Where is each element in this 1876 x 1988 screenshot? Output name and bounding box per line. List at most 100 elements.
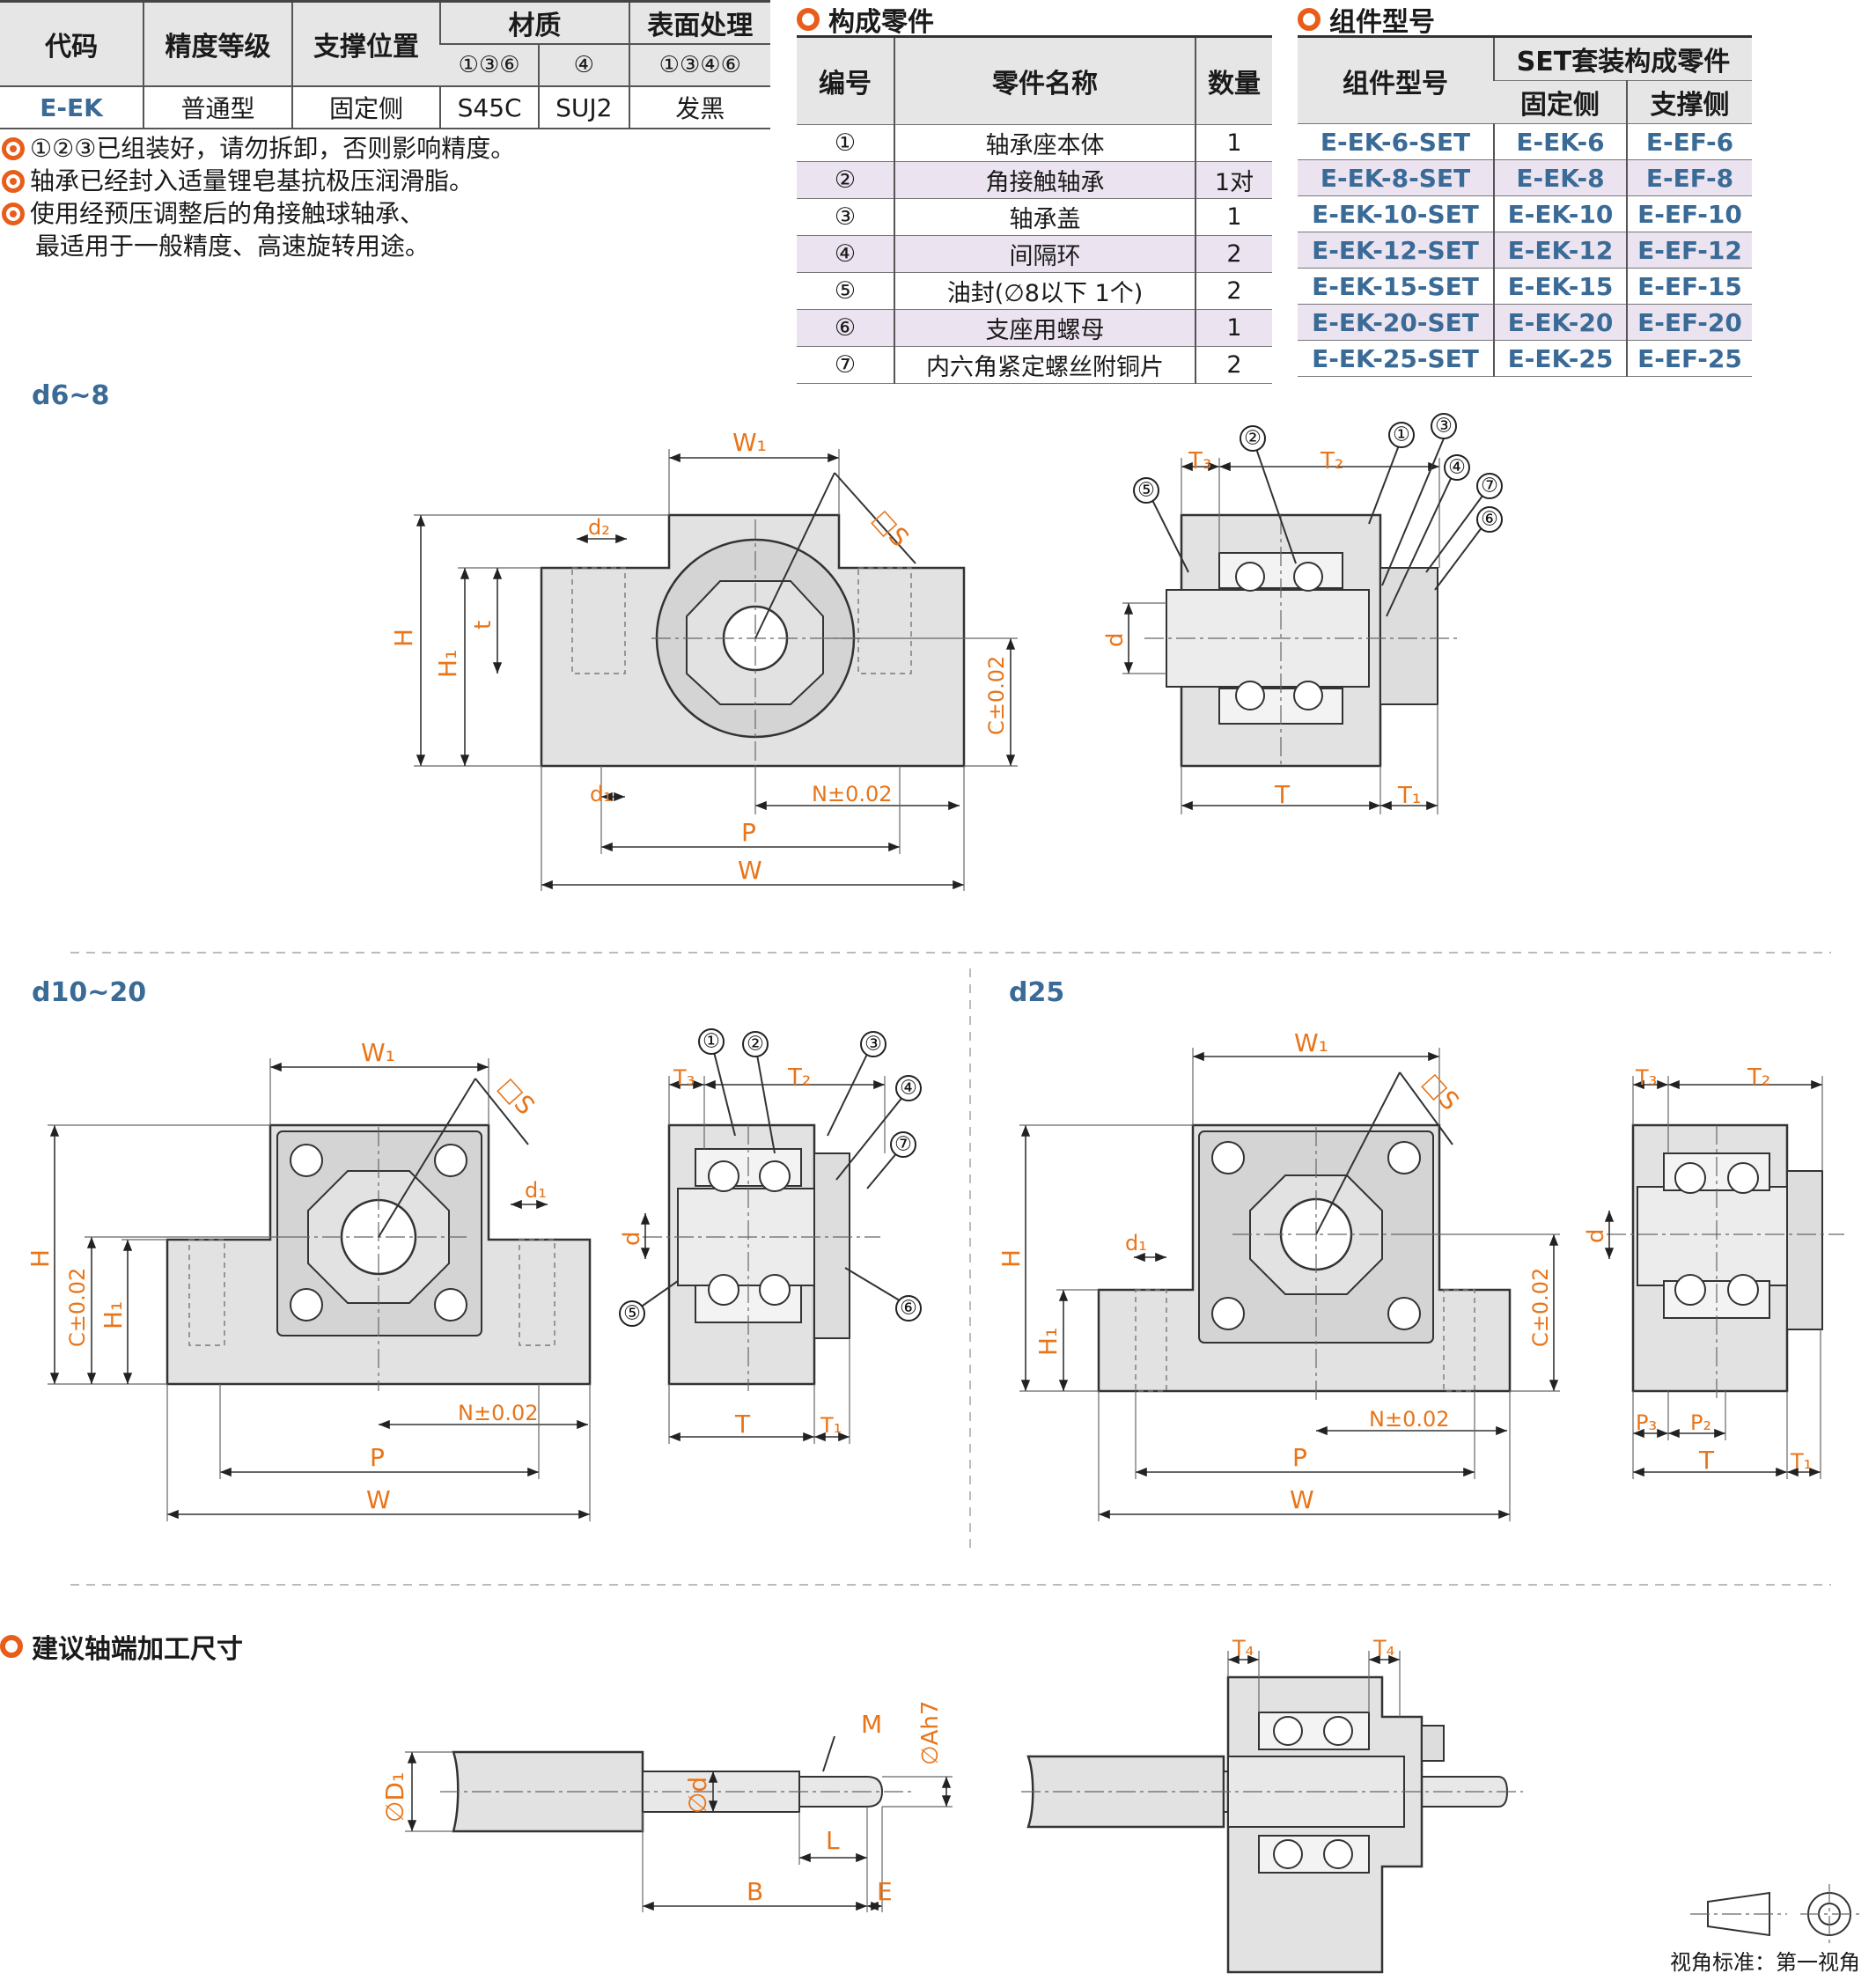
- spec-table: 代码 精度等级 支撑位置 材质 表面处理 ①③⑥ ④ ①③④⑥ E-EK 普通型…: [0, 0, 770, 129]
- dim-T1: T₁: [820, 1413, 842, 1438]
- d10-20-front-view: W₁ □S d₁ H C±0.02 H₁ N±0.02 P W: [26, 1038, 592, 1521]
- balloon-3: ③: [1435, 416, 1453, 438]
- balloon-5: ⑤: [623, 1303, 641, 1325]
- models-header-set: 组件型号: [1298, 36, 1494, 124]
- spec-material-a: S45C: [439, 86, 539, 129]
- dim-W1: W₁: [361, 1038, 395, 1067]
- title-d25: d25: [1009, 977, 1065, 1008]
- dim-N: N±0.02: [458, 1401, 539, 1425]
- dim-d1: d₁: [1125, 1231, 1147, 1255]
- dim-P2: P₂: [1690, 1410, 1711, 1435]
- models-title: 组件型号: [1298, 0, 1435, 39]
- section-ring-icon: [797, 8, 820, 31]
- assembly-section-view: T₄ T₄: [1021, 1636, 1523, 1974]
- note-2: 轴承已经封入适量锂皂基抗极压润滑脂。: [0, 165, 515, 197]
- balloon-5: ⑤: [1137, 480, 1155, 502]
- dim-W: W: [1290, 1485, 1314, 1514]
- d25-side-view: T₃ T₂ d P₃ P₂ T T₁: [1583, 1064, 1844, 1479]
- dim-H1: H₁: [1034, 1328, 1063, 1356]
- d25-front-view: W₁ □S d₁ H H₁ C±0.02 N±0.02 P W: [997, 1028, 1560, 1521]
- dim-T3: T₃: [1635, 1065, 1657, 1090]
- spec-sub-material-a: ①③⑥: [440, 44, 539, 87]
- dim-T3: T₃: [673, 1065, 695, 1090]
- note-4: 最适用于一般精度、高速旋转用途。: [35, 232, 430, 261]
- dim-T: T: [734, 1410, 751, 1439]
- balloon-6: ⑥: [900, 1298, 917, 1320]
- dim-P3: P₃: [1636, 1410, 1657, 1435]
- dim-d1: d₁: [525, 1178, 547, 1203]
- parts-title: 构成零件: [797, 0, 934, 39]
- section-ring-icon: [1298, 8, 1321, 31]
- dim-dd: ∅d: [683, 1777, 712, 1814]
- dim-T4: T₄: [1232, 1636, 1254, 1660]
- note-1: ①②③已组装好，请勿拆卸，否则影响精度。: [0, 132, 515, 165]
- balloon-6: ⑥: [1481, 509, 1498, 531]
- dim-T4: T₄: [1372, 1636, 1394, 1660]
- dim-D1: ∅D₁: [380, 1772, 409, 1822]
- note-3: 使用经预压调整后的角接触球轴承、: [0, 197, 515, 230]
- dim-C: C±0.02: [65, 1268, 90, 1347]
- dim-A: ∅Ah7: [917, 1701, 944, 1765]
- balloon-4: ④: [1448, 457, 1466, 479]
- spec-sub-surface: ①③④⑥: [628, 44, 770, 87]
- spec-header-surface: 表面处理: [628, 1, 770, 45]
- section-ring-icon: [0, 1635, 23, 1658]
- dim-T1: T₁: [1790, 1449, 1812, 1474]
- balloon-1: ①: [1393, 424, 1410, 446]
- parts-header-qty: 数量: [1195, 36, 1272, 125]
- balloon-3: ③: [864, 1034, 882, 1056]
- dim-d: d: [1583, 1228, 1609, 1243]
- dim-t: t: [470, 621, 497, 630]
- shaft-end-drawing: ∅D₁ ∅d ∅Ah7 M L B E: [380, 1701, 953, 1912]
- dim-T: T: [1698, 1446, 1715, 1475]
- d10-20-side-view: T₃ T₂ d T T₁ ① ② ③ ④ ⑦ ⑥ ⑤: [619, 1028, 922, 1444]
- spec-precision: 普通型: [143, 86, 292, 129]
- dim-S: □S: [1417, 1068, 1465, 1116]
- balloon-7: ⑦: [894, 1134, 912, 1156]
- dim-S: □S: [867, 504, 915, 553]
- models-header-fixed: 固定侧: [1494, 80, 1627, 124]
- spec-sub-material-b: ④: [537, 44, 629, 87]
- dim-d: d: [1102, 632, 1129, 647]
- dim-d2: d₂: [588, 515, 610, 540]
- balloon-2: ②: [747, 1034, 764, 1056]
- dim-H: H: [26, 1249, 55, 1268]
- dim-W: W: [366, 1485, 391, 1514]
- dim-S: □S: [493, 1072, 541, 1121]
- dim-W1: W₁: [732, 428, 767, 457]
- dim-d: d: [619, 1231, 645, 1246]
- title-d6-8: d6~8: [32, 380, 110, 411]
- spec-surface: 发黑: [628, 86, 770, 129]
- spec-code: E-EK: [0, 86, 144, 129]
- d6-8-front-view: W₁ □S d₂ H H₁ t C±0.02 d₁ N±0.02 P W: [389, 428, 1018, 891]
- projection-symbol-icon: [1690, 1884, 1859, 1946]
- dim-N: N±0.02: [1369, 1407, 1450, 1432]
- dim-T: T: [1274, 780, 1291, 809]
- parts-header-name: 零件名称: [894, 36, 1195, 125]
- bullet-icon: [2, 137, 25, 160]
- d6-8-side-view: T₃ T₂ d T T₁ ② ① ③ ④ ⑦ ⑥ ⑤: [1102, 413, 1503, 814]
- dim-P: P: [741, 818, 756, 847]
- bullet-icon: [2, 170, 25, 193]
- dim-P: P: [370, 1443, 385, 1472]
- shaft-title: 建议轴端加工尺寸: [0, 1627, 243, 1666]
- spec-header-position: 支撑位置: [291, 1, 441, 87]
- dim-H: H: [997, 1249, 1026, 1268]
- spec-material-b: SUJ2: [537, 86, 629, 129]
- dim-T2: T₂: [1747, 1064, 1770, 1091]
- dim-d1: d₁: [590, 782, 612, 806]
- dim-P: P: [1292, 1443, 1307, 1472]
